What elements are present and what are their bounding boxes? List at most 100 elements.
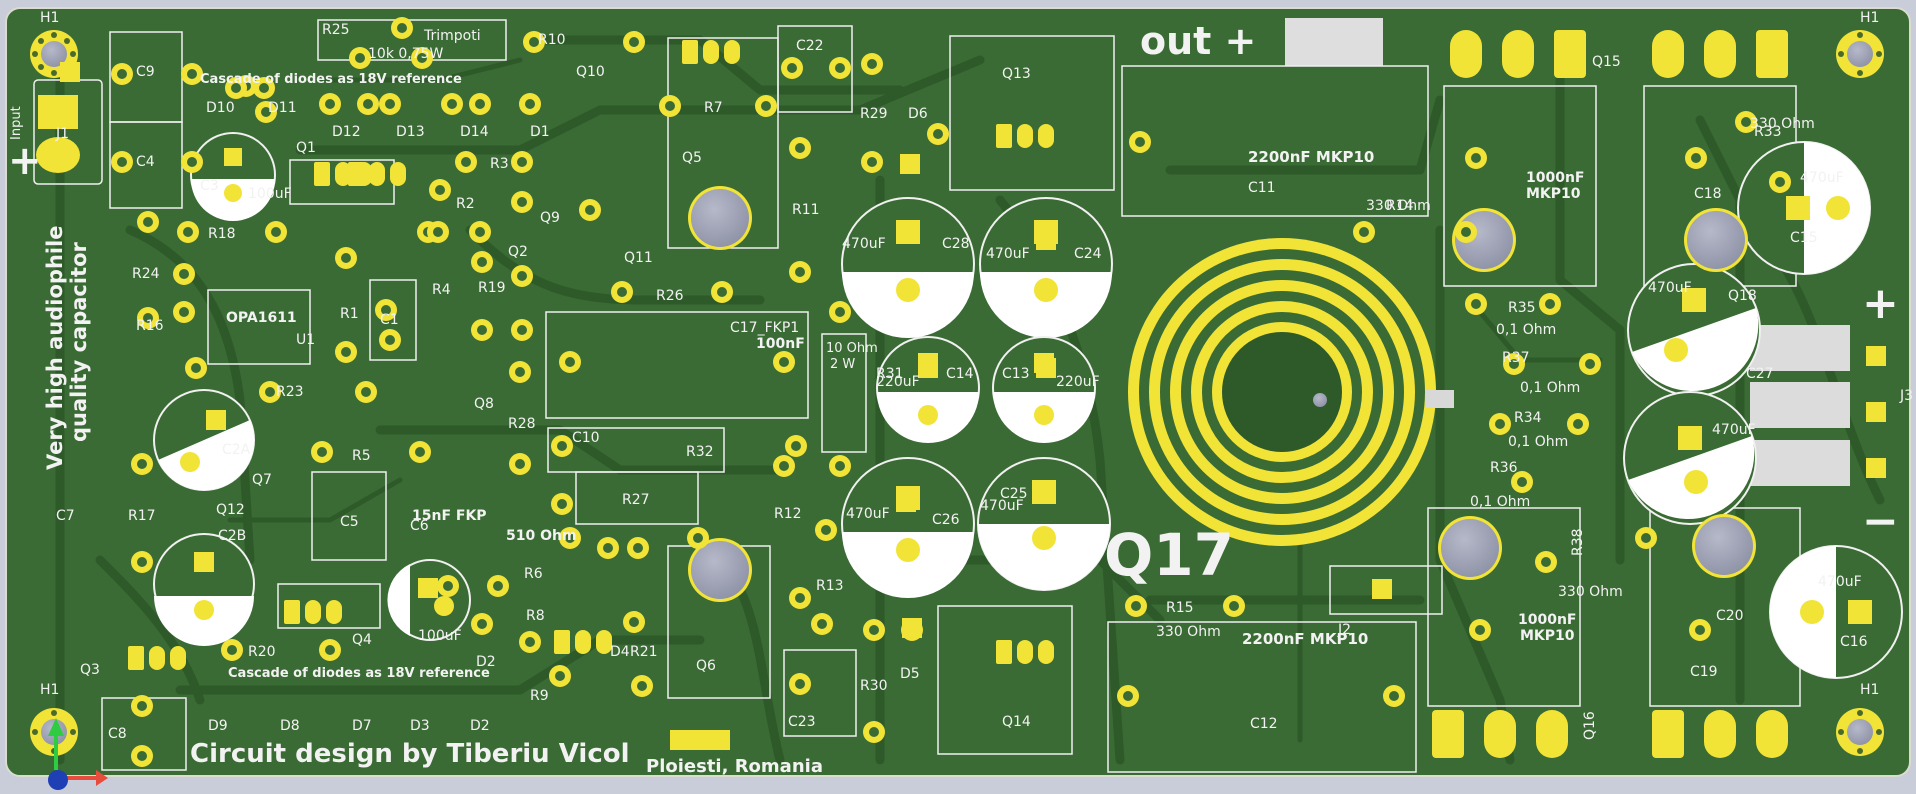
out-plus-label: out + (1140, 19, 1256, 63)
refdes-c2b: C2B (218, 528, 246, 544)
r35-value: 0,1 Ohm (1496, 322, 1556, 338)
transistor-pad (1038, 124, 1054, 148)
pad-hole (461, 157, 471, 167)
c13-value: 220uF (1056, 374, 1100, 390)
refdes-q5: Q5 (682, 150, 702, 166)
opa-label: OPA1611 (226, 310, 297, 326)
transistor-pad (390, 162, 406, 186)
r36-value: 0,1 Ohm (1470, 494, 1530, 510)
refdes-q16: Q16 (1582, 711, 1598, 740)
transistor-pad (724, 40, 740, 64)
refdes-c1: C1 (380, 312, 399, 328)
pad-hole (1475, 625, 1485, 635)
c14-value: 220uF (876, 374, 920, 390)
pad-hole (1545, 299, 1555, 309)
refdes-c28: C28 (942, 236, 970, 252)
pad-hole (1135, 137, 1145, 147)
right-plus-sign: + (1862, 278, 1899, 329)
pad-hole (795, 267, 805, 277)
refdes-q11: Q11 (624, 250, 653, 266)
refdes-r29: R29 (860, 106, 888, 122)
square-pad (918, 358, 938, 378)
transistor-pad (314, 162, 330, 186)
refdes-c18: C18 (1694, 186, 1722, 202)
c6b-value: 100uF (418, 628, 462, 644)
refdes-r28: R28 (508, 416, 536, 432)
capacitor-c15 (1737, 141, 1871, 275)
refdes-r1: R1 (340, 306, 359, 322)
pad-hole (1123, 691, 1133, 701)
pad-hole (317, 447, 327, 457)
pad-hole (433, 227, 443, 237)
refdes-c17_fkp1: C17_FKP1 (730, 320, 799, 336)
capacitor-q18-470uf (1627, 263, 1761, 397)
r31-value-line2: 2 W (830, 357, 855, 372)
transistor-pad (335, 162, 351, 186)
square-pad (1372, 579, 1392, 599)
refdes-r35: R35 (1508, 300, 1536, 316)
refdes-d12: D12 (332, 124, 361, 140)
axis-origin-icon (48, 718, 108, 790)
cascade-bottom-text: Cascade of diodes as 18V reference (228, 666, 490, 681)
pad-hole (517, 271, 527, 281)
right-minus-sign: − (1862, 496, 1899, 547)
refdes-r17: R17 (128, 508, 156, 524)
refdes-c4: C4 (136, 154, 155, 170)
refdes-r21: R21 (630, 644, 658, 660)
transistor-pad (575, 630, 591, 654)
refdes-r19: R19 (478, 280, 506, 296)
pad-hole (617, 287, 627, 297)
pad-hole (231, 83, 241, 93)
pad-hole (795, 593, 805, 603)
refdes-q8: Q8 (474, 396, 494, 412)
pad-hole (795, 143, 805, 153)
refdes-c14: C14 (946, 366, 974, 382)
pad-hole (417, 53, 427, 63)
large-drill-holes (688, 186, 1756, 602)
pad-hole (1229, 601, 1239, 611)
pad-hole (557, 441, 567, 451)
refdes-q2: Q2 (508, 244, 528, 260)
pad-hole (665, 101, 675, 111)
c15-value: 470uF (1800, 170, 1844, 186)
pad-hole (435, 185, 445, 195)
square-pad (1036, 230, 1056, 250)
refdes-r14: R14 (1386, 198, 1414, 214)
pad-hole (179, 269, 189, 279)
square-pad (1866, 458, 1886, 478)
input-label: Input (9, 106, 24, 140)
pad-hole (179, 307, 189, 317)
c12-value: 2200nF MKP10 (1242, 630, 1368, 648)
pad-hole (629, 617, 639, 627)
pad-hole (867, 59, 877, 69)
pad-hole (525, 99, 535, 109)
refdes-r31: R31 (876, 366, 904, 382)
transistor-pad (703, 40, 719, 64)
square-pad (902, 618, 922, 638)
pad-hole (191, 363, 201, 373)
c24-value: 470uF (986, 246, 1030, 262)
transistor-pad (1017, 124, 1033, 148)
capacitor-c24 (979, 197, 1113, 338)
refdes-c11: C11 (1248, 180, 1276, 196)
electrolytic-capacitors (153, 132, 1903, 679)
refdes-h1: H1 (1860, 10, 1879, 26)
transistor-pad (284, 600, 300, 624)
refdes-r12: R12 (774, 506, 802, 522)
c26-value: 470uF (846, 506, 890, 522)
refdes-r38: R38 (1570, 528, 1586, 556)
refdes-r32: R32 (686, 444, 714, 460)
transistor-pad (170, 646, 186, 670)
refdes-d9: D9 (208, 718, 228, 734)
transistor-pad (996, 640, 1012, 664)
output-pads (1285, 18, 1850, 486)
pad-hole (325, 645, 335, 655)
pad-hole (603, 543, 613, 553)
pad-hole (525, 637, 535, 647)
square-pad (710, 730, 730, 750)
pad-hole (795, 679, 805, 689)
pad-hole (183, 227, 193, 237)
pad-hole (385, 335, 395, 345)
q18cap-value: 470uF (1648, 280, 1692, 296)
square-pad (1036, 480, 1056, 500)
